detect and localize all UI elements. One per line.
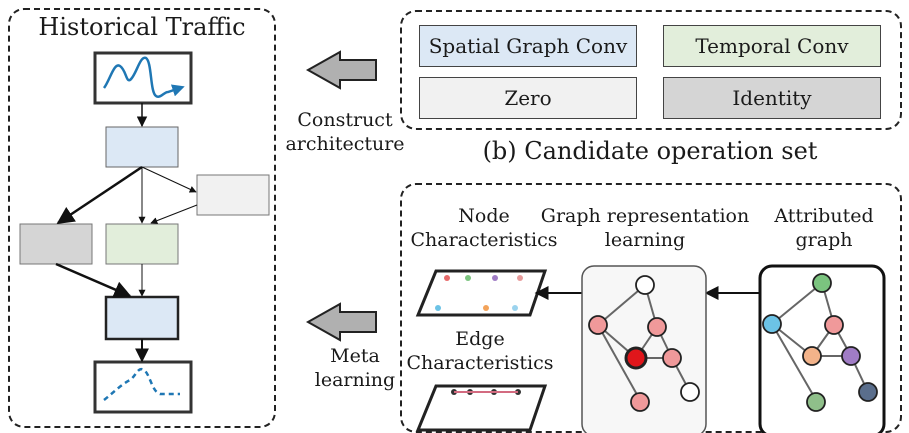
candidate-ops-panel [400,10,902,130]
input-series-line [102,56,185,98]
graph-representation-label: Graph representation learning [540,205,750,251]
graph-representation-box [581,265,707,433]
meta-arrow [305,302,377,342]
op-temporal-conv: Temporal Conv [663,25,881,67]
output-series-line [103,367,180,401]
arch-node-4 [105,223,179,265]
candidate-ops-caption: (b) Candidate operation set [482,137,818,165]
attributed-graph-label: Attributed graph [774,205,874,251]
arch-node-5 [104,295,180,341]
node-characteristics-vector [415,269,548,317]
op-identity: Identity [663,77,881,119]
construct-arrow [305,50,377,90]
node-characteristics-label: Node Characteristics [410,205,558,251]
construct-architecture-label: Construct architecture [285,109,405,155]
historical-traffic-title: Historical Traffic [38,13,246,41]
input-series-box [93,51,193,105]
arch-node-3 [19,223,93,265]
meta-learning-label: Meta learning [314,345,396,391]
op-zero: Zero [419,77,637,119]
meta-learning-graphics [415,264,886,433]
middle-arrows [305,50,377,342]
op-spatial-graph-conv: Spatial Graph Conv [419,25,637,67]
arch-node-2 [196,174,270,216]
edge-characteristics-label: Edge Characteristics [406,328,554,374]
architecture-graph [19,51,270,414]
